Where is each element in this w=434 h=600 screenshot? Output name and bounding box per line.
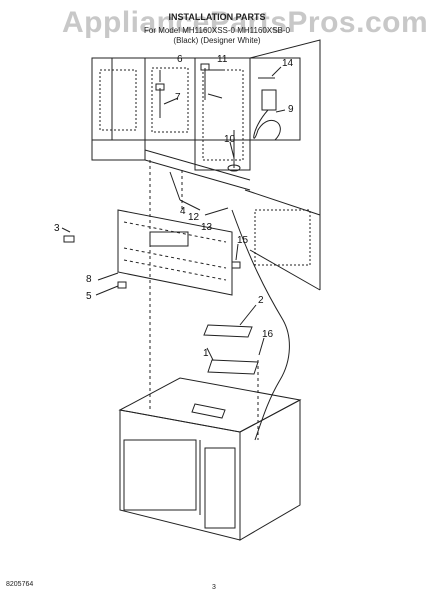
callout-8: 8 (86, 274, 92, 285)
callout-4: 4 (180, 206, 186, 217)
callout-7: 7 (175, 92, 181, 103)
callout-numbers: 1 2 3 4 5 6 7 8 9 10 11 12 13 14 15 16 (54, 54, 294, 359)
variant-line: (Black) (Designer White) (173, 36, 261, 45)
callout-leaders (61, 66, 286, 361)
callout-2: 2 (258, 295, 264, 306)
power-cord (231, 89, 290, 441)
callout-5: 5 (86, 291, 92, 302)
page-number: 3 (212, 584, 216, 591)
callout-10: 10 (224, 134, 236, 145)
wall-outline (244, 39, 321, 291)
callout-1: 1 (203, 348, 209, 359)
callout-9: 9 (288, 104, 294, 115)
bolts-and-screws (63, 63, 275, 289)
callout-16: 16 (262, 329, 274, 340)
callout-14: 14 (282, 58, 294, 69)
microwave-oven (118, 377, 302, 541)
upper-cabinets (91, 57, 301, 191)
document-number: 8205764 (6, 581, 34, 588)
callout-11: 11 (217, 54, 228, 65)
callout-12: 12 (188, 212, 200, 223)
callout-3: 3 (54, 223, 60, 234)
callout-13: 13 (201, 222, 213, 233)
model-line: For Model MH1160XSS-0 MH1160XSB-0 (144, 26, 290, 35)
charcoal-filters (203, 324, 259, 375)
watermark: AppliancePartsPros.com (62, 6, 429, 39)
callout-6: 6 (177, 54, 183, 65)
wall-plate (117, 209, 233, 296)
callout-15: 15 (237, 235, 249, 246)
diagram-title: INSTALLATION PARTS (168, 12, 266, 22)
alignment-lines (149, 160, 259, 440)
